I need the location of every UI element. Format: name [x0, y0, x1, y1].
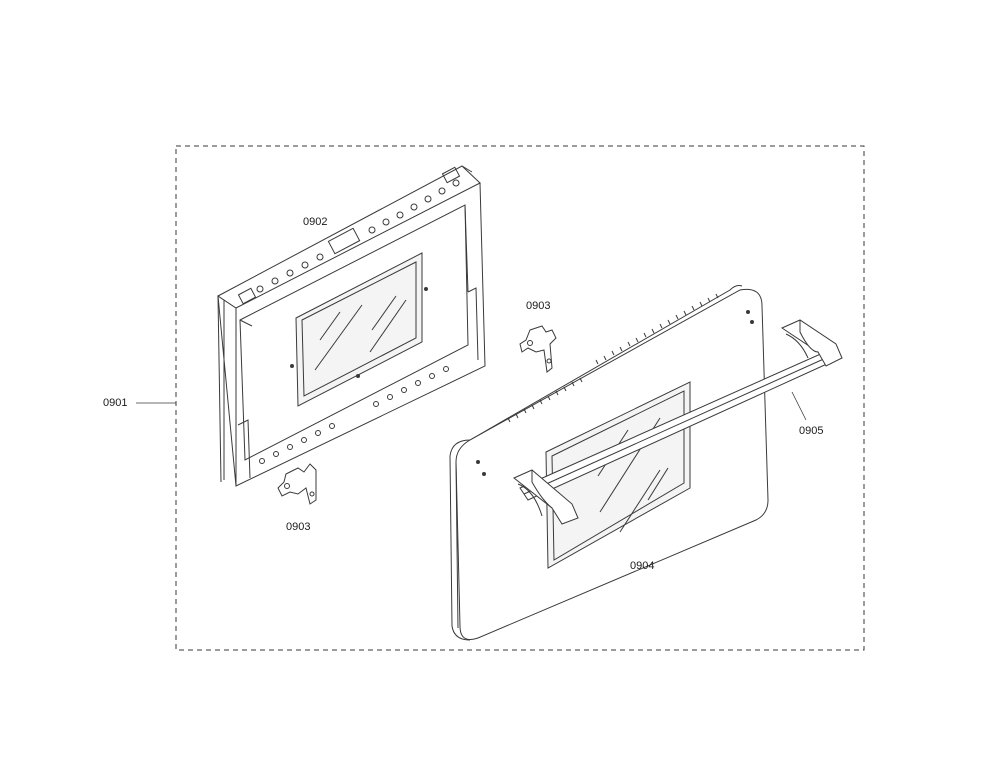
inner-door-frame: [218, 166, 485, 486]
frame-vent-holes-top: [238, 167, 459, 303]
door-vent-slots-top: [508, 294, 718, 422]
door-handle: [514, 320, 842, 524]
assembly-boundary: [176, 146, 864, 650]
hinge-upper: [520, 326, 556, 372]
frame-vent-holes-bottom: [260, 367, 449, 464]
callout-0902-label: 0902: [303, 216, 328, 228]
callout-0901-label: 0901: [103, 397, 128, 409]
callout-0903-lower-label: 0903: [286, 521, 311, 533]
leader-0905: [792, 392, 806, 420]
callout-0905-label: 0905: [799, 425, 824, 437]
callout-0903-upper-label: 0903: [526, 300, 551, 312]
callout-0904-label: 0904: [630, 560, 655, 572]
inner-window-glass: [296, 253, 422, 406]
hinge-lower: [278, 464, 316, 504]
